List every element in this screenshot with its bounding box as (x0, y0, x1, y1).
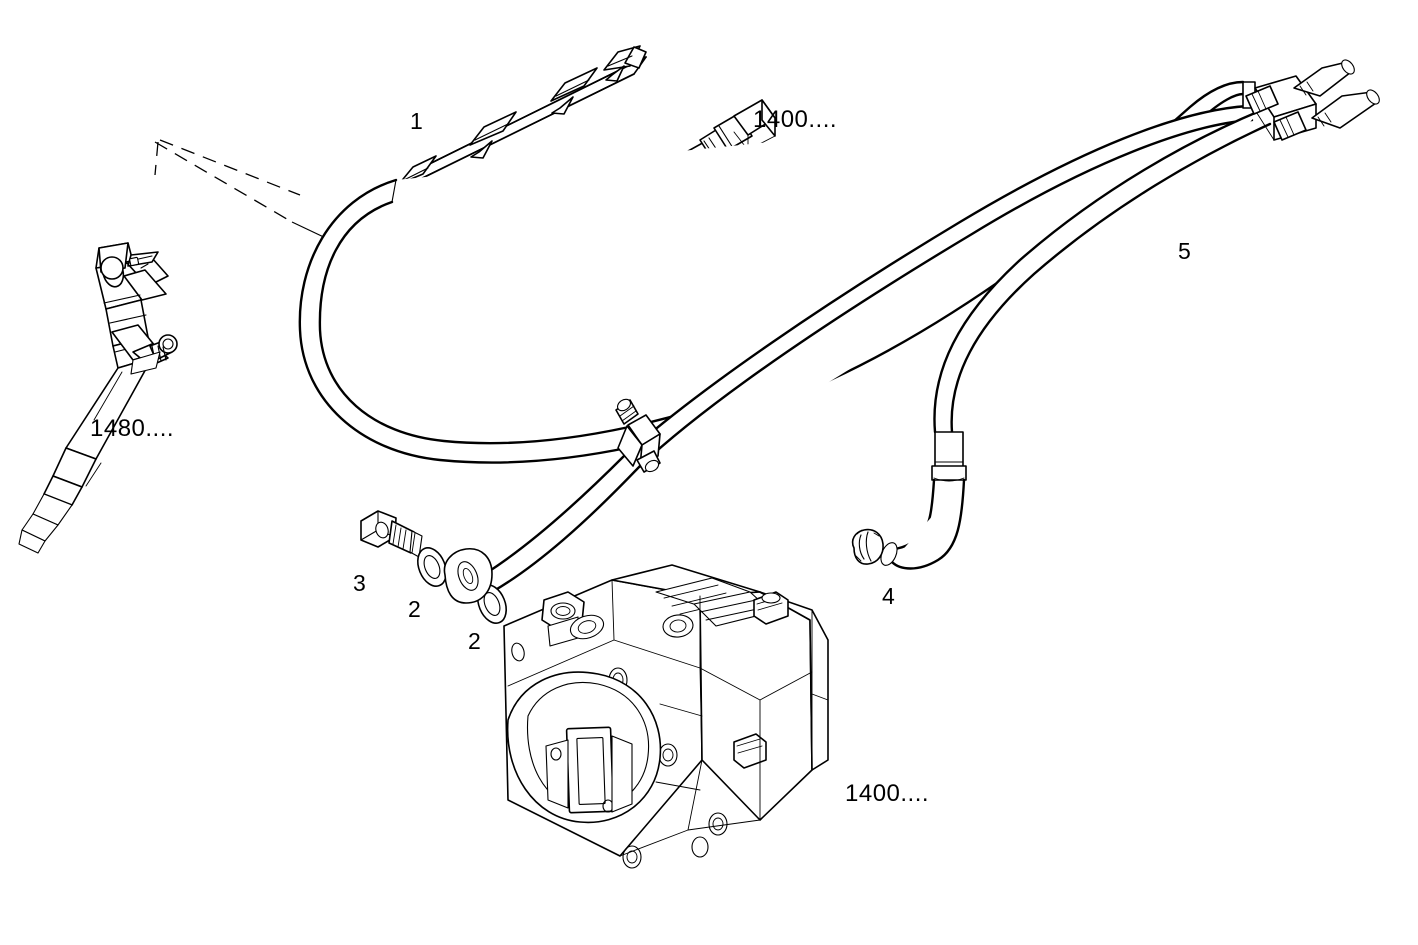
callout-item-2-upper: 2 (408, 596, 422, 622)
return-line-connector-block (1242, 59, 1380, 141)
callout-item-3: 3 (353, 570, 367, 596)
callout-code-1400-bottom: 1400.... (845, 780, 930, 807)
sealing-washer-upper (417, 547, 447, 587)
tee-fitting (615, 398, 661, 473)
callout-item-4: 4 (882, 583, 896, 609)
callout-item-1: 1 (410, 108, 424, 134)
fuel-return-line-to-hose (933, 108, 1272, 434)
leader-lines-injector (154, 139, 331, 241)
callout-code-1400-top: 1400.... (753, 106, 838, 133)
callout-item-2-lower: 2 (468, 628, 482, 654)
high-pressure-pump (503, 564, 829, 869)
banjo-eye-fitting (443, 548, 493, 604)
hose-clamp-ring (851, 528, 884, 565)
callout-item-5: 5 (1178, 238, 1192, 264)
high-pressure-fuel-pipe (391, 45, 647, 199)
elbow-return-hose (880, 431, 967, 570)
banjo-bolt (360, 510, 423, 558)
callout-code-1480: 1480.... (90, 415, 175, 442)
fuel-injector (18, 242, 178, 554)
